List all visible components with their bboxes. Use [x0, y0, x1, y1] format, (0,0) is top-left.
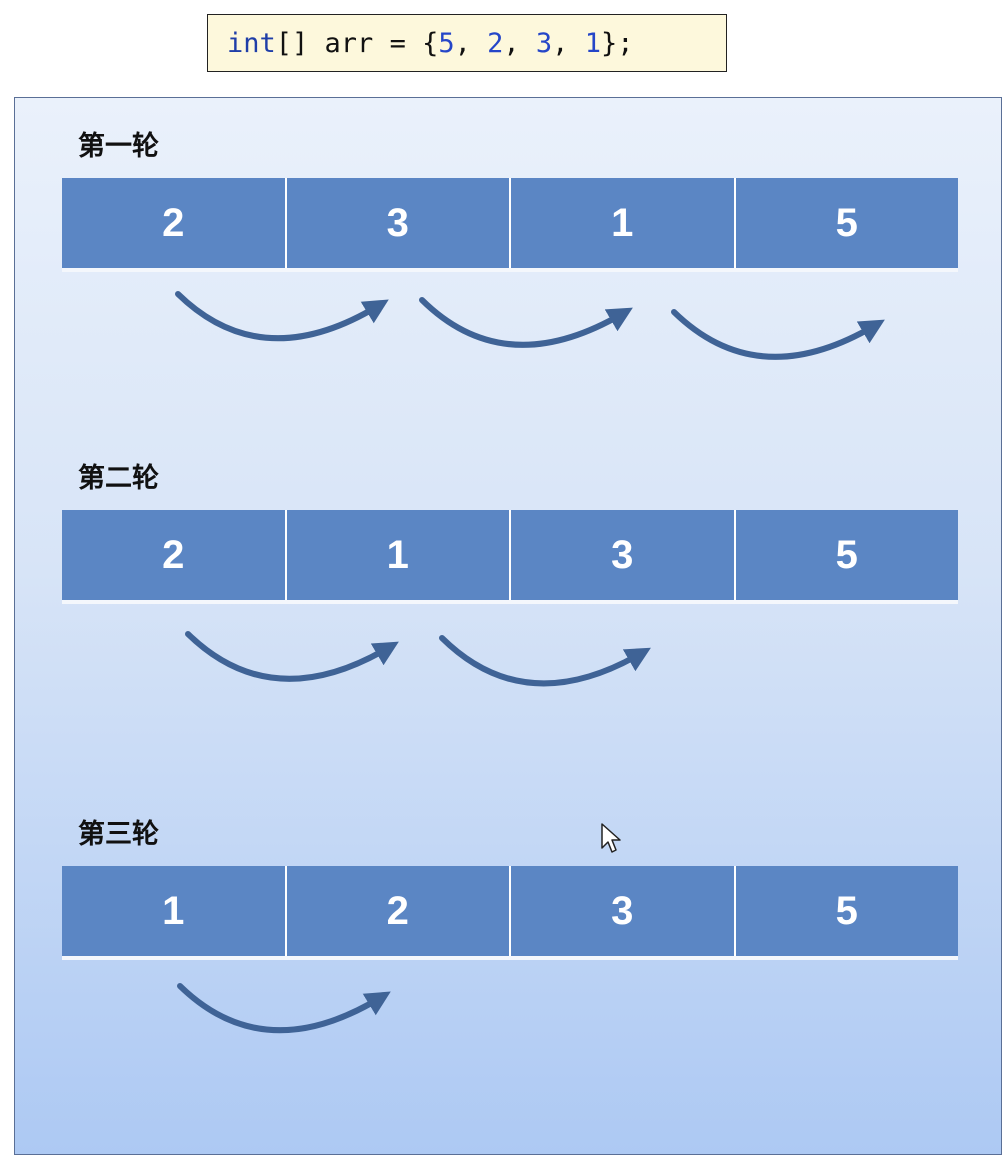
array-cell: 2: [62, 510, 285, 600]
code-value-0: 5: [438, 28, 455, 59]
array-cell: 2: [286, 866, 509, 956]
round-2-label: 第二轮: [78, 463, 159, 494]
code-type-keyword: int: [227, 28, 276, 59]
array-cell: 3: [511, 866, 734, 956]
round-3-array: 1 2 3 5: [62, 866, 958, 960]
array-cell: 1: [62, 866, 285, 956]
code-snippet: int[] arr = {5, 2, 3, 1};: [207, 14, 727, 72]
round-2-array: 2 1 3 5: [62, 510, 958, 604]
array-cell: 5: [735, 178, 958, 268]
curved-arrow-icon: [419, 297, 633, 348]
array-cell: 2: [62, 178, 285, 268]
array-cell: 5: [735, 510, 958, 600]
array-cell: 1: [286, 510, 509, 600]
curved-arrow-icon: [185, 631, 399, 682]
curved-arrow-icon: [175, 291, 389, 342]
round-1-array: 2 3 1 5: [62, 178, 958, 272]
round-1-label: 第一轮: [78, 131, 159, 162]
array-cell: 1: [511, 178, 734, 268]
curved-arrow-icon: [177, 983, 391, 1034]
curved-arrow-icon: [671, 309, 885, 360]
array-cell: 5: [735, 866, 958, 956]
diagram-panel: [14, 97, 1002, 1155]
mouse-pointer-icon: [601, 823, 621, 853]
array-cell: 3: [286, 178, 509, 268]
array-cell: 3: [511, 510, 734, 600]
code-value-3: 1: [584, 28, 601, 59]
round-3-label: 第三轮: [78, 819, 159, 850]
code-end: };: [600, 28, 634, 59]
code-value-2: 3: [535, 28, 553, 59]
curved-arrow-icon: [439, 635, 651, 687]
code-declaration: [] arr = {: [275, 28, 439, 59]
code-value-1: 2: [487, 28, 504, 59]
